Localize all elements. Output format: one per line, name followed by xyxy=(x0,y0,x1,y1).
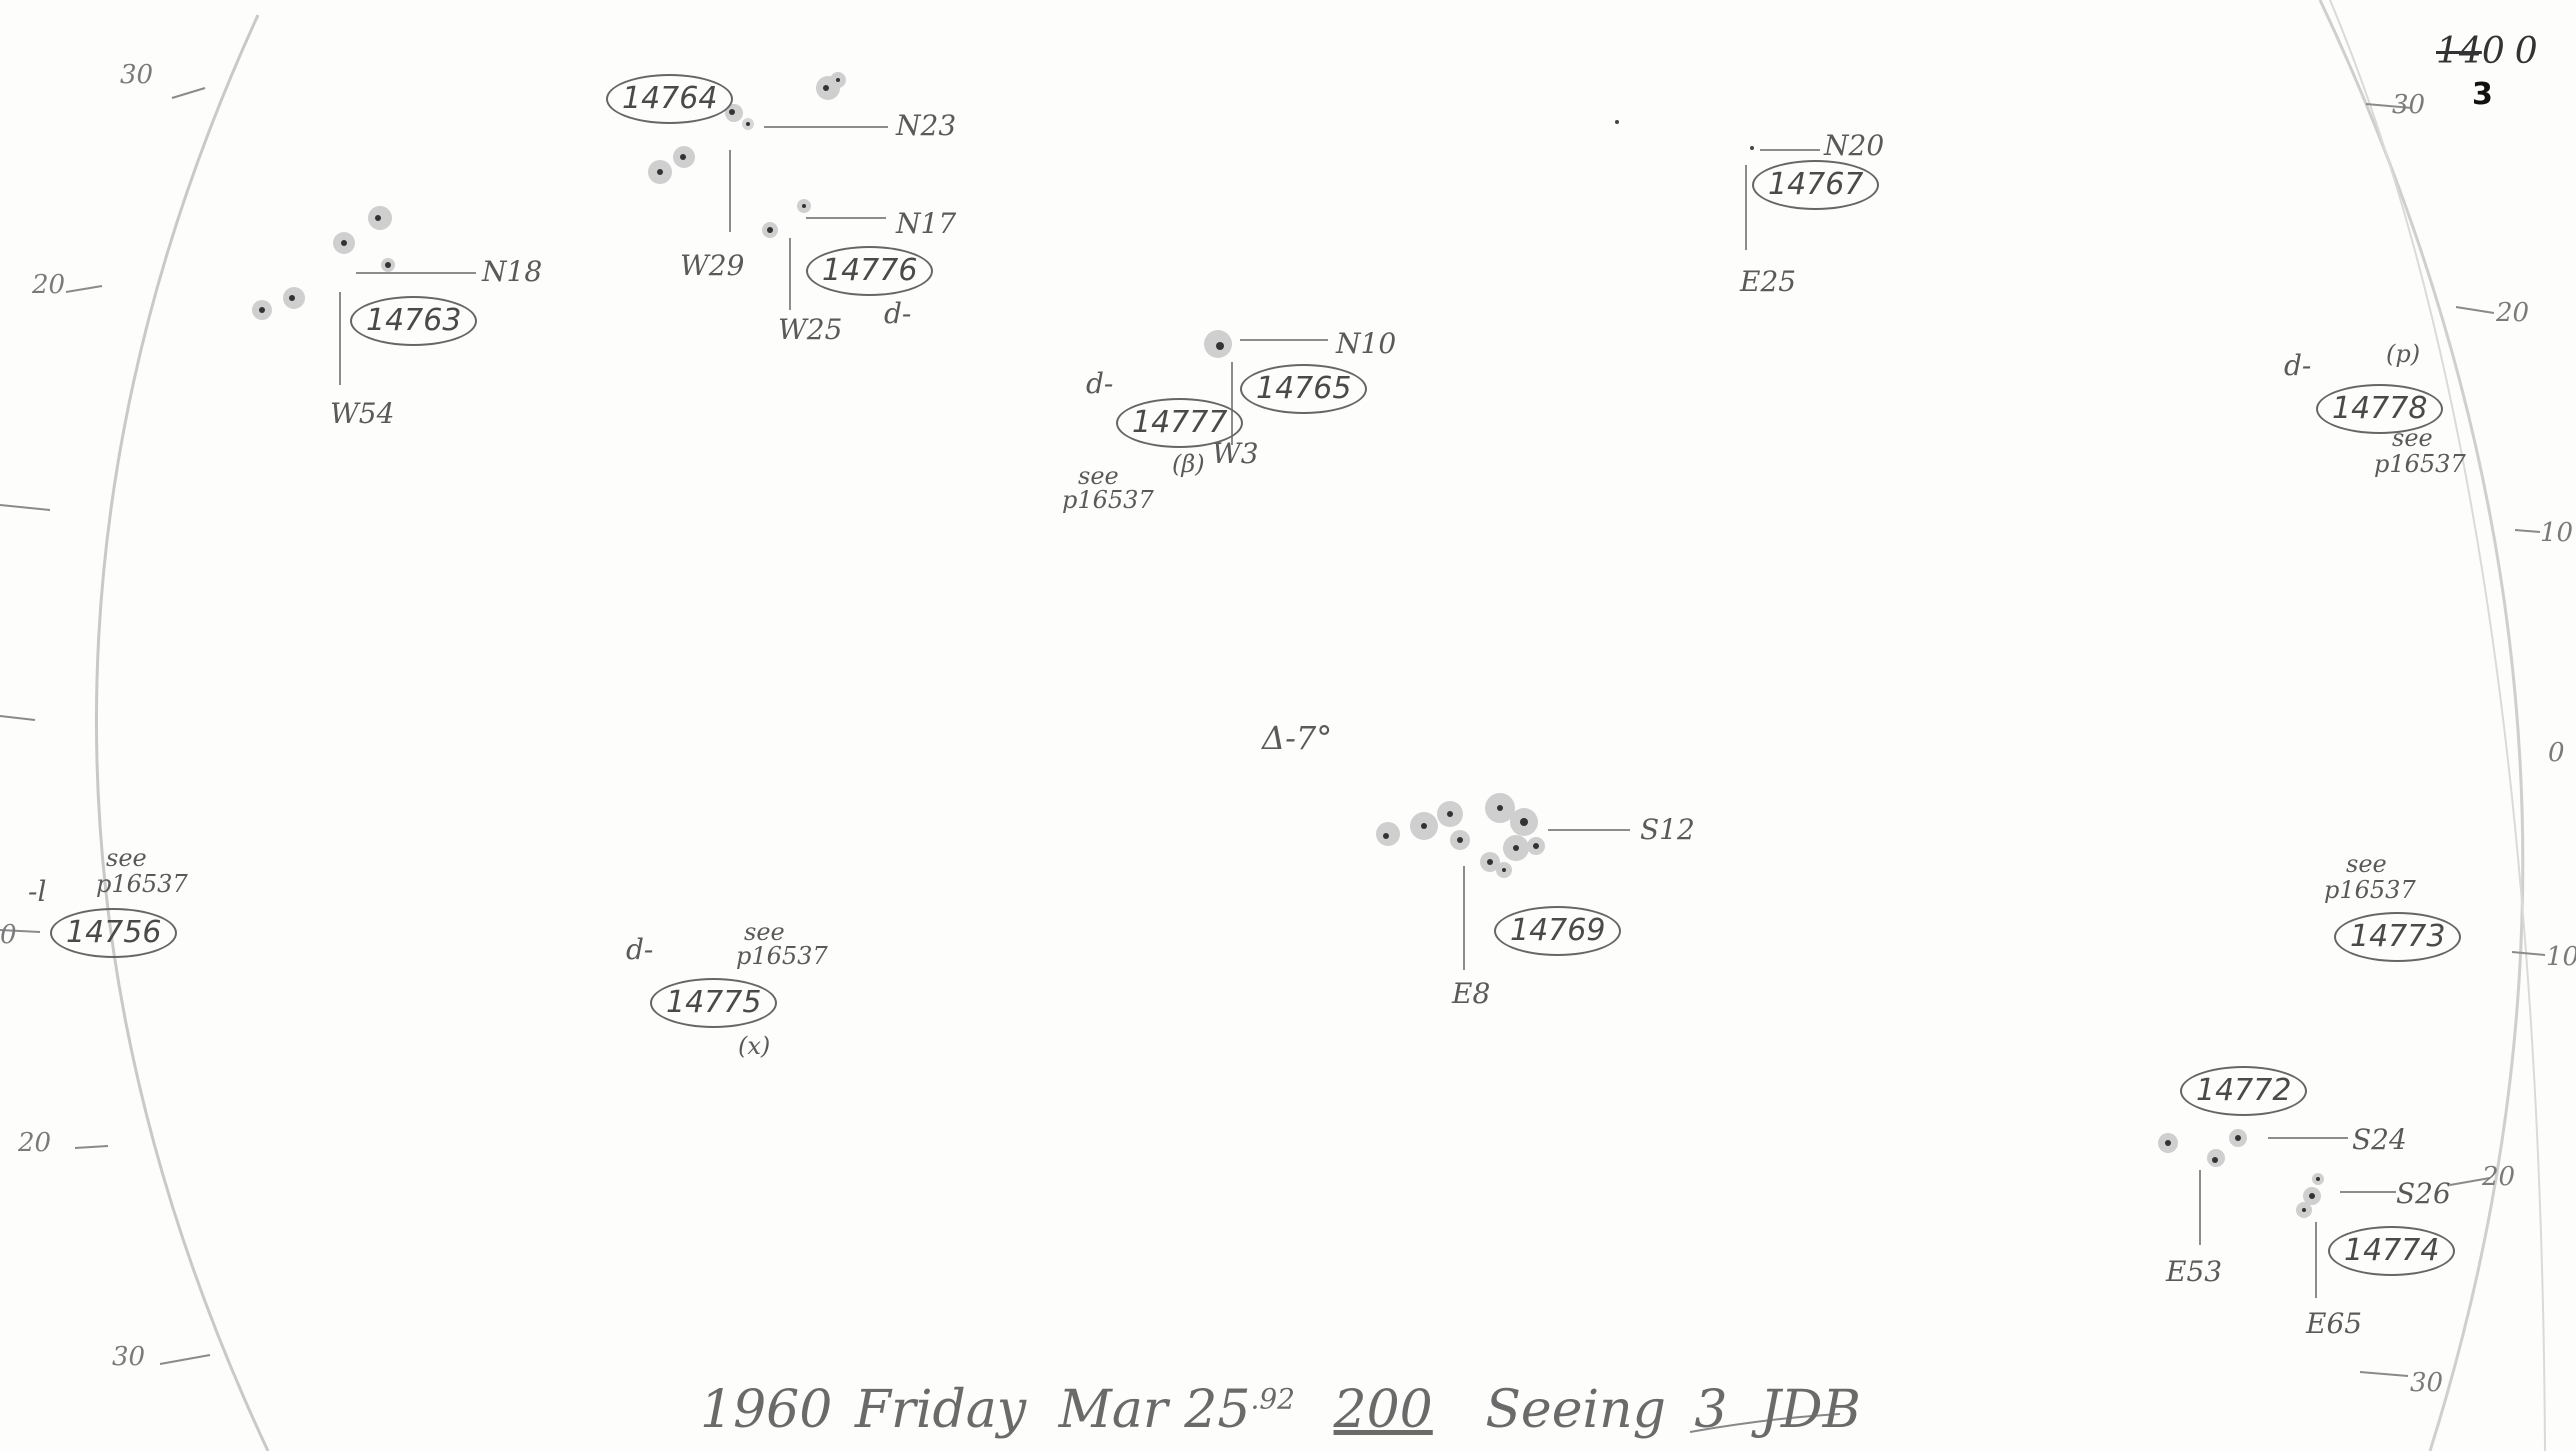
region-see-14775: see xyxy=(744,918,785,946)
plate-number: 1400 xyxy=(2436,34,2548,70)
limb-tick-right-10-top: 10 xyxy=(2540,518,2574,548)
region-label-14765: 14765 xyxy=(1240,364,1368,414)
plate-number-main: 00 xyxy=(2481,31,2548,72)
footer-seeing-value: 3 xyxy=(1694,1380,1728,1440)
region-ref-14773: p16537 xyxy=(2324,876,2416,904)
region-coord-14774-lon: E65 xyxy=(2306,1307,2363,1340)
region-label-14773: 14773 xyxy=(2334,912,2462,962)
region-coord-14769-lat: S12 xyxy=(1640,813,1695,846)
region-label-14756: 14756 xyxy=(50,908,178,958)
region-label-14764: 14764 xyxy=(606,74,734,124)
region-label-14772: 14772 xyxy=(2180,1066,2308,1116)
signature-flourish xyxy=(1689,1413,1841,1433)
region-coord-14763-lat: N18 xyxy=(482,255,543,288)
region-label-14763: 14763 xyxy=(350,296,478,346)
limb-tick-right-0: 0 xyxy=(2548,738,2565,768)
region-note-14778: d- xyxy=(2284,349,2312,382)
region-label-14767: 14767 xyxy=(1752,160,1880,210)
region-label-14776: 14776 xyxy=(806,246,934,296)
footer-time: 200 xyxy=(1333,1380,1433,1440)
footer-fraction: .92 xyxy=(1250,1382,1295,1416)
region-see-14777: see xyxy=(1078,462,1119,490)
region-label-14777: 14777 xyxy=(1116,398,1244,448)
region-coord-14767-lon: E25 xyxy=(1740,265,1797,298)
sunspot-group-14763 xyxy=(252,206,395,320)
region-see-14756: see xyxy=(106,844,147,872)
region-note-14776: d- xyxy=(884,297,912,330)
region-note-14777: d- xyxy=(1086,367,1114,400)
region-coord-14765-lon: W3 xyxy=(1212,437,1259,470)
region-ref-14756: p16537 xyxy=(96,870,188,898)
region-label-14774: 14774 xyxy=(2328,1226,2456,1276)
region-label-14775: 14775 xyxy=(650,978,778,1028)
limb-tick-left-0: 0 xyxy=(0,920,17,950)
region-see-14773: see xyxy=(2346,850,2387,878)
region-ref-14775: p16537 xyxy=(736,942,828,970)
region-label-14778: 14778 xyxy=(2316,384,2444,434)
region-note-14775: d- xyxy=(626,933,654,966)
region-coord-14774-lat: S26 xyxy=(2396,1177,2451,1210)
limb-tick-left-30-bottom: 30 xyxy=(112,1342,146,1372)
footer-year: 1960 xyxy=(700,1380,833,1440)
limb-ticks-left xyxy=(0,87,211,1365)
region-coord-14765-lat: N10 xyxy=(1336,327,1397,360)
limb-tick-right-30-top: 30 xyxy=(2392,90,2426,120)
limb-tick-left-20-bottom: 20 xyxy=(18,1128,52,1158)
region-class-14778: (p) xyxy=(2386,340,2421,368)
region-label-14769: 14769 xyxy=(1494,906,1622,956)
limb-arc-right xyxy=(2318,0,2525,1451)
sunspot-group-14769 xyxy=(1376,793,1545,878)
region-note-14756: -l xyxy=(28,875,47,908)
footer-day: Friday xyxy=(854,1380,1027,1440)
plate-number-crossed: 14 xyxy=(2436,31,2482,72)
region-coord-14776-lat: N17 xyxy=(896,207,957,240)
region-see-14778: see xyxy=(2392,424,2433,452)
limb-tick-left-30-top: 30 xyxy=(120,60,154,90)
sunspot-group-14774 xyxy=(2296,1173,2324,1218)
region-coord-14764-lat: N23 xyxy=(896,109,957,142)
limb-tick-right-20-top: 20 xyxy=(2496,298,2530,328)
sunspot-group-14767 xyxy=(1615,120,1754,150)
sunspot-group-14764 xyxy=(648,72,846,184)
region-coord-14767-lat: N20 xyxy=(1824,129,1885,162)
limb-ticks-right xyxy=(2359,103,2546,1377)
region-coord-14769-lon: E8 xyxy=(1452,977,1491,1010)
region-ref-14777: p16537 xyxy=(1062,486,1154,514)
region-class-14777: (β) xyxy=(1172,450,1205,478)
limb-tick-right-30-bottom: 30 xyxy=(2410,1368,2444,1398)
plate-subnumber: 3 xyxy=(2472,77,2493,112)
sunspots xyxy=(252,72,2324,1218)
limb-arc-left xyxy=(95,14,270,1451)
footer-observer: JDB xyxy=(1760,1380,1861,1440)
region-coord-14763-lon: W54 xyxy=(330,397,395,430)
limb-tick-right-10-bottom: 10 xyxy=(2546,942,2576,972)
region-coord-14772-lon: E53 xyxy=(2166,1255,2223,1288)
sunspot-group-14765 xyxy=(1204,330,1232,358)
coordinate-guides xyxy=(339,126,2396,1298)
footer-annotation: 1960 Friday Mar 25.92 200 Seeing 3 JDB xyxy=(700,1384,1861,1436)
region-coord-14776-lon: W25 xyxy=(778,313,843,346)
footer-seeing-label: Seeing xyxy=(1485,1380,1666,1440)
sunspot-group-14776 xyxy=(762,199,811,238)
sunspot-group-14772 xyxy=(2158,1129,2247,1167)
limb-arc-right-inner xyxy=(2329,0,2546,1451)
center-note: Δ-7° xyxy=(1262,719,1333,757)
region-ref-14778: p16537 xyxy=(2374,450,2466,478)
region-class-14775: (x) xyxy=(738,1032,771,1060)
region-coord-14772-lat: S24 xyxy=(2352,1123,2407,1156)
limb-tick-left-20-top: 20 xyxy=(32,270,66,300)
region-coord-14764-lon: W29 xyxy=(680,249,745,282)
limb-tick-right-20-bottom: 20 xyxy=(2482,1162,2516,1192)
footer-date: Mar 25 xyxy=(1058,1380,1251,1440)
